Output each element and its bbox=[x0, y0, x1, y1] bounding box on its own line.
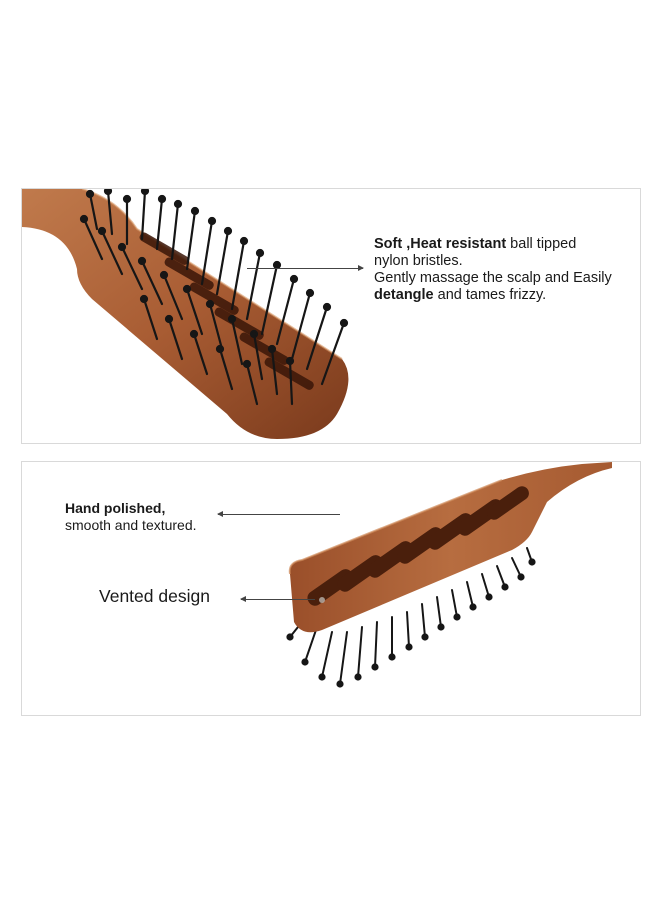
bristle-pointer-arrow bbox=[247, 265, 364, 271]
bristle-line-4-rest: and tames frizzy. bbox=[433, 287, 547, 303]
bristles-panel: Soft ,Heat resistant ball tipped nylon b… bbox=[21, 188, 641, 444]
bristle-heading-bold: Soft ,Heat resistant bbox=[374, 236, 507, 252]
vented-panel: Hand polished, smooth and textured. Vent… bbox=[21, 461, 641, 716]
polish-description: Hand polished, smooth and textured. bbox=[65, 500, 197, 534]
bristle-line-3: Gently massage the scalp and Easily bbox=[374, 270, 612, 286]
bristle-description: Soft ,Heat resistant ball tipped nylon b… bbox=[374, 236, 639, 304]
brush-back-illustration bbox=[286, 462, 612, 688]
vented-pointer-arrow bbox=[240, 596, 315, 602]
polish-heading: Hand polished, bbox=[65, 500, 166, 516]
brush-head-back bbox=[288, 462, 612, 633]
bristles-below bbox=[286, 547, 536, 688]
brush-bristles-illustration bbox=[22, 189, 349, 439]
bristle-heading-rest: ball tipped bbox=[506, 236, 577, 252]
nylon-bristles bbox=[79, 189, 349, 406]
brush-head-top bbox=[22, 189, 349, 439]
vent-slots bbox=[307, 486, 529, 606]
detangle-bold: detangle bbox=[374, 287, 434, 303]
polish-line-2: smooth and textured. bbox=[65, 517, 197, 533]
polish-pointer-arrow bbox=[217, 511, 340, 517]
bristle-line-2: nylon bristles. bbox=[374, 253, 463, 269]
vented-design-label: Vented design bbox=[99, 586, 210, 606]
